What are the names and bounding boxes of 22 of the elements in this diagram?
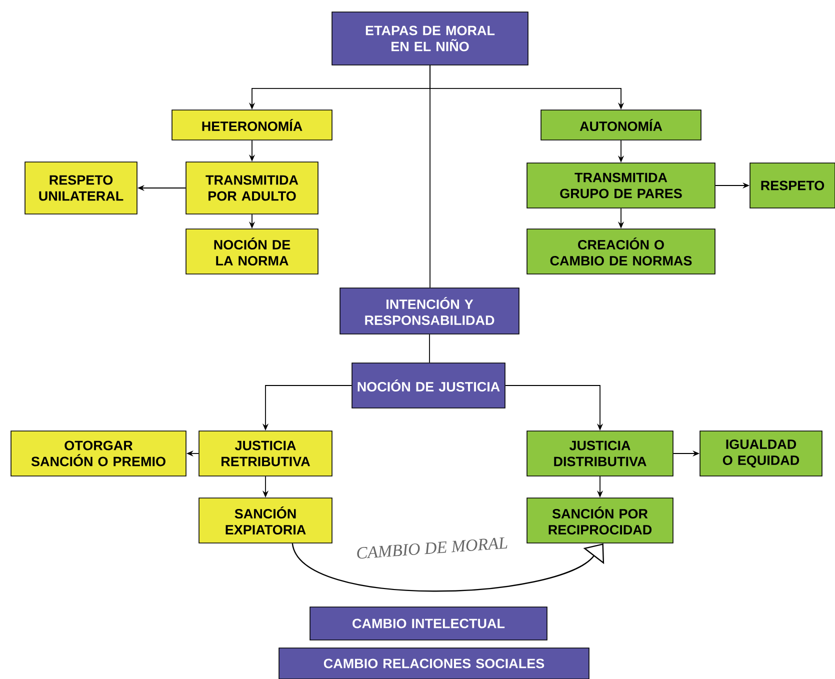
stage-box: INTENCIÓN Y RESPONSABILIDAD bbox=[340, 288, 520, 334]
stage-box: CAMBIO INTELECTUAL bbox=[310, 606, 548, 640]
edge-label: CAMBIO DE MORAL bbox=[354, 536, 510, 560]
heteronomy-box: TRANSMITIDA POR ADULTO bbox=[186, 162, 318, 214]
stage-box: CAMBIO RELACIONES SOCIALES bbox=[278, 648, 590, 679]
autonomy-box: TRANSMITIDA GRUPO DE PARES bbox=[526, 162, 716, 208]
curved-arrow bbox=[292, 543, 604, 592]
autonomy-box: CREACIÓN O CAMBIO DE NORMAS bbox=[526, 228, 716, 274]
heteronomy-box: HETERONOMÍA bbox=[172, 110, 332, 140]
autonomy-box: JUSTICIA DISTRIBUTIVA bbox=[526, 430, 674, 476]
heteronomy-box: RESPETO UNILATERAL bbox=[24, 162, 138, 214]
stage-box: ETAPAS DE MORAL EN EL NIÑO bbox=[332, 12, 528, 66]
autonomy-box: RESPETO bbox=[750, 162, 835, 208]
heteronomy-box: OTORGAR SANCIÓN O PREMIO bbox=[10, 430, 186, 476]
autonomy-box: SANCIÓN POR RECIPROCIDAD bbox=[526, 498, 674, 544]
connector-line bbox=[429, 334, 430, 364]
autonomy-box: IGUALDAD O EQUIDAD bbox=[700, 430, 822, 476]
heteronomy-box: JUSTICIA RETRIBUTIVA bbox=[198, 430, 332, 476]
heteronomy-box: SANCIÓN EXPIATORIA bbox=[198, 498, 332, 544]
heteronomy-box: NOCIÓN DE LA NORMA bbox=[186, 228, 318, 274]
stage-box: NOCIÓN DE JUSTICIA bbox=[352, 362, 506, 408]
autonomy-box: AUTONOMÍA bbox=[540, 110, 702, 140]
